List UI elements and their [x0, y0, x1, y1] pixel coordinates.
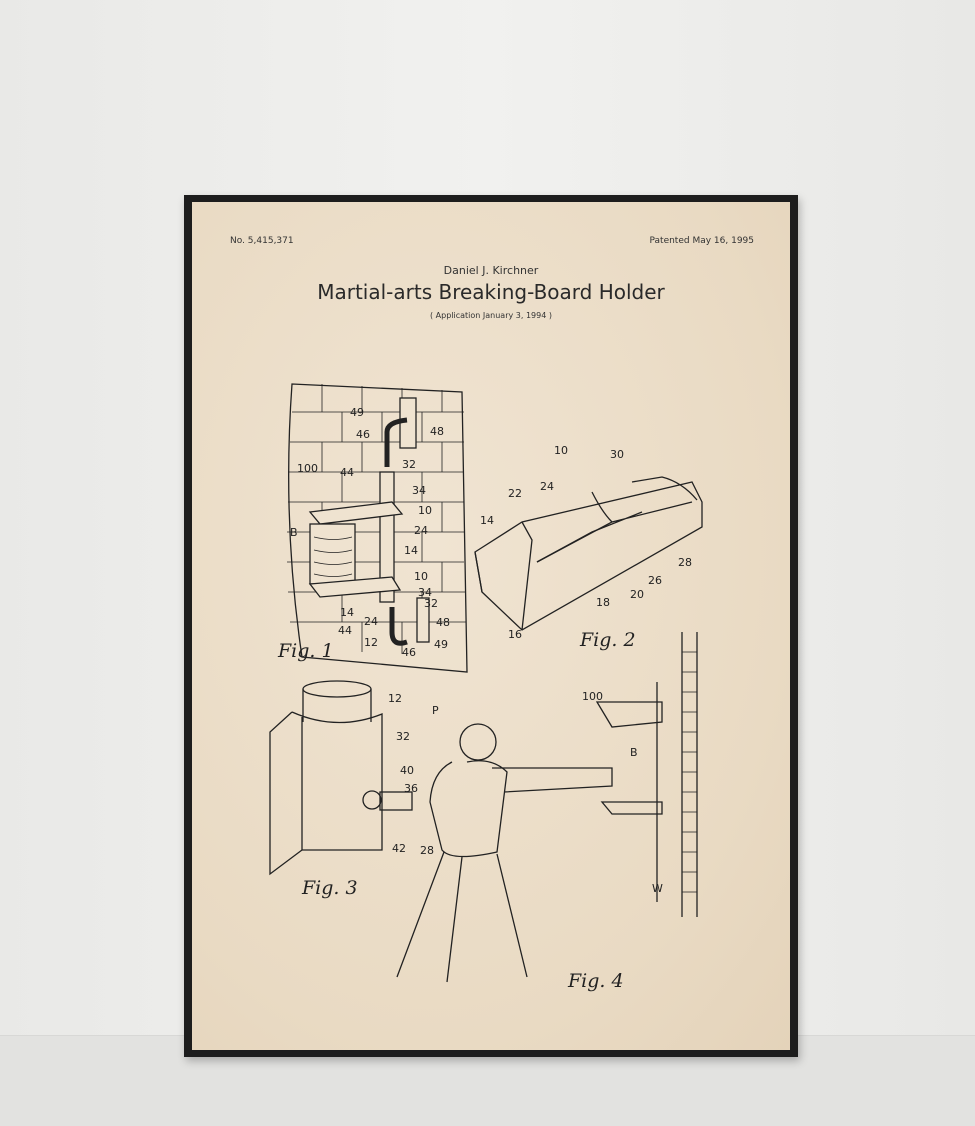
- reference-number: 49: [350, 406, 364, 419]
- patent-date: Patented May 16, 1995: [649, 236, 755, 246]
- reference-number: 18: [596, 596, 610, 609]
- reference-number: 32: [424, 597, 438, 610]
- reference-number: 24: [414, 524, 428, 537]
- reference-number: 44: [340, 466, 354, 479]
- reference-number: 49: [434, 638, 448, 651]
- fig1-drawing: [287, 383, 468, 673]
- reference-number: 24: [540, 480, 554, 493]
- reference-number: B: [630, 746, 638, 759]
- reference-number: 26: [648, 574, 662, 587]
- reference-number: 46: [356, 428, 370, 441]
- reference-number: 16: [508, 628, 522, 641]
- reference-number: 14: [480, 514, 494, 527]
- reference-number: 100: [582, 690, 603, 703]
- reference-number: 36: [404, 782, 418, 795]
- reference-number: 10: [414, 570, 428, 583]
- fig3-drawing: [269, 680, 413, 876]
- reference-number: 34: [412, 484, 426, 497]
- reference-number: 48: [436, 616, 450, 629]
- fig1-label: Fig. 1: [277, 640, 334, 662]
- fig4-label: Fig. 4: [567, 970, 624, 992]
- fig3-label: Fig. 3: [301, 877, 358, 899]
- reference-number: 20: [630, 588, 644, 601]
- reference-number: 10: [418, 504, 432, 517]
- fig2-label: Fig. 2: [579, 629, 636, 651]
- reference-number: 34: [418, 586, 432, 599]
- reference-number: 24: [364, 615, 378, 628]
- reference-number: 100: [297, 462, 318, 475]
- reference-number: 10: [554, 444, 568, 457]
- reference-number: W: [652, 882, 663, 895]
- poster-title: Martial-arts Breaking-Board Holder: [317, 280, 665, 304]
- patent-number: No. 5,415,371: [230, 236, 294, 246]
- reference-number: 22: [508, 487, 522, 500]
- reference-number: 32: [396, 730, 410, 743]
- reference-number: 40: [400, 764, 414, 777]
- fig2-drawing: [474, 476, 703, 631]
- reference-number: 14: [404, 544, 418, 557]
- reference-number: 28: [678, 556, 692, 569]
- application-date: ( Application January 3, 1994 ): [430, 311, 552, 320]
- reference-number: 12: [388, 692, 402, 705]
- reference-number: B: [290, 526, 298, 539]
- reference-number: 44: [338, 624, 352, 637]
- fig4-drawing: [396, 632, 698, 983]
- inventor: Daniel J. Kirchner: [443, 264, 539, 277]
- reference-number: 42: [392, 842, 406, 855]
- reference-number: 28: [420, 844, 434, 857]
- fig1-reference-numbers: 49 48 46 100 44 32 34 10 24 B 14 10 34 3…: [290, 406, 450, 659]
- fig3-reference-numbers: 12 32 40 36 42 28: [388, 692, 434, 857]
- reference-number: 30: [610, 448, 624, 461]
- fig2-reference-numbers: 10 30 22 24 14 28 26 20 18 16: [480, 444, 692, 641]
- reference-number: 32: [402, 458, 416, 471]
- patent-poster: No. 5,415,371 Patented May 16, 1995 Dani…: [192, 202, 790, 1050]
- reference-number: 46: [402, 646, 416, 659]
- fig4-reference-numbers: P 100 B W: [432, 690, 663, 895]
- reference-number: 12: [364, 636, 378, 649]
- reference-number: 14: [340, 606, 354, 619]
- reference-number: 48: [430, 425, 444, 438]
- patent-drawings: 49 48 46 100 44 32 34 10 24 B 14 10 34 3…: [269, 383, 703, 992]
- reference-number: P: [432, 704, 439, 717]
